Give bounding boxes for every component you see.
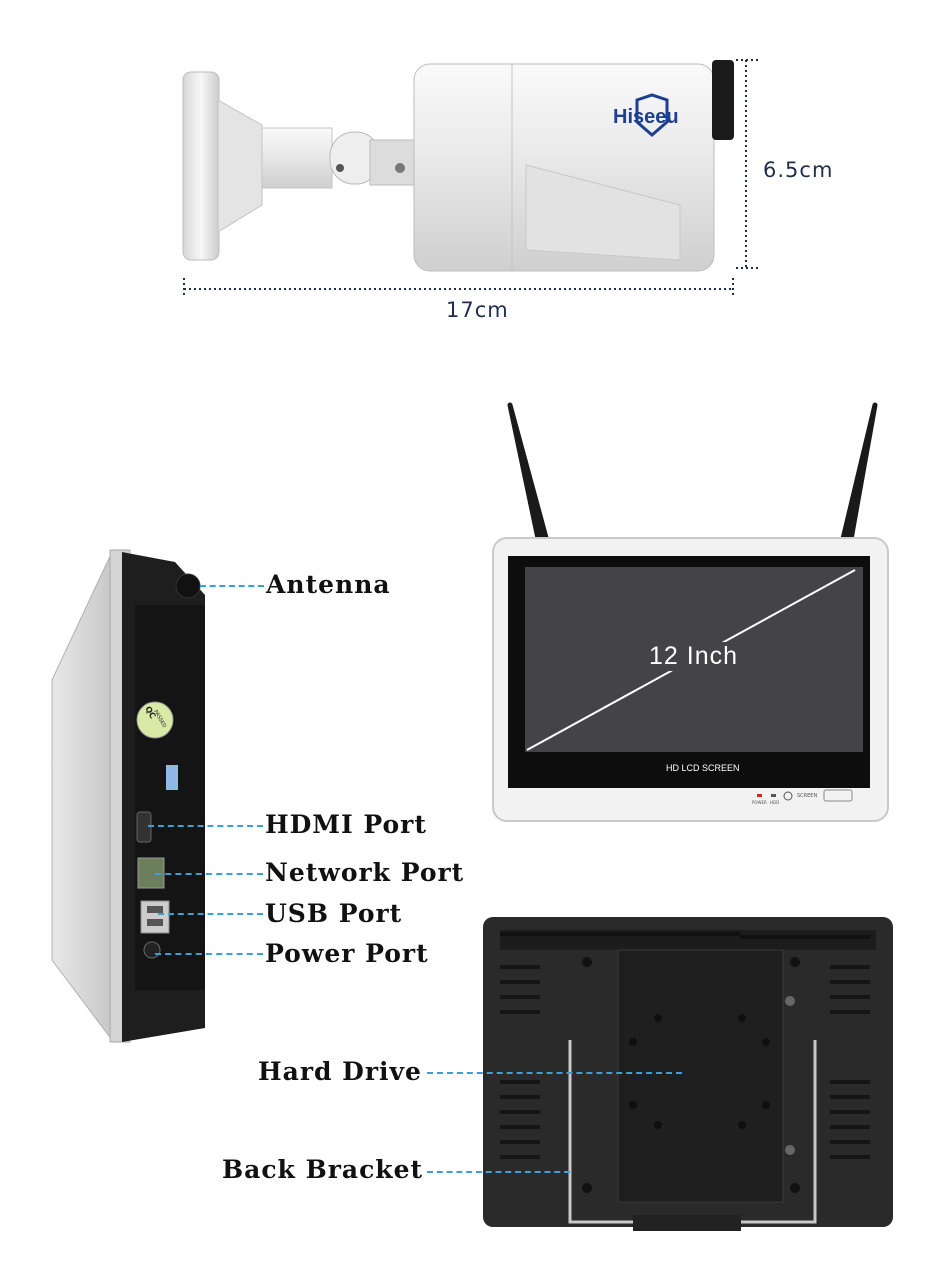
power-callout: Power Port <box>265 939 429 968</box>
network-leader <box>155 873 263 875</box>
qc-sticker-line2: PASSED <box>152 709 168 729</box>
usb-leader <box>158 913 263 915</box>
indicator-hdd-label: HDD <box>770 800 780 805</box>
monitor-antenna <box>507 402 878 551</box>
bracket-leader <box>427 1171 570 1173</box>
power-leader <box>155 953 263 955</box>
antenna-leader <box>200 585 264 587</box>
side-antenna-icon <box>175 573 201 599</box>
screen-caption: HD LCD SCREEN <box>666 763 740 773</box>
power-port-icon <box>143 941 161 959</box>
camera-brand-logo: Hiseeu <box>613 106 679 128</box>
hdmi-leader <box>148 825 263 827</box>
screen-button-label: SCREEN <box>797 793 818 799</box>
usb-callout: USB Port <box>265 899 403 928</box>
dimension-lines <box>183 59 758 298</box>
antenna-callout: Antenna <box>266 570 391 599</box>
monitor-bezel <box>492 537 889 822</box>
back-bracket <box>568 1040 817 1224</box>
camera-wall-mount <box>182 71 419 261</box>
hdmi-callout: HDMI Port <box>265 810 427 839</box>
screen-button-icon <box>823 789 853 802</box>
usb-port-icon <box>140 900 170 934</box>
hard-drive-leader <box>427 1072 682 1074</box>
indicator-power-label: POWER <box>752 800 767 805</box>
bracket-callout: Back Bracket <box>222 1155 424 1184</box>
camera-illustration <box>182 59 758 298</box>
camera-body <box>413 60 734 272</box>
camera-length-label: 17cm <box>446 298 509 322</box>
brand-shield-icon <box>635 93 669 137</box>
hard-drive-cover <box>617 949 784 1203</box>
camera-height-label: 6.5cm <box>763 158 834 182</box>
network-callout: Network Port <box>265 858 465 887</box>
hard-drive-callout: Hard Drive <box>258 1057 422 1086</box>
screen-size-label: 12 Inch <box>647 642 741 671</box>
hdmi-port-icon <box>136 811 152 843</box>
qc-sticker <box>136 701 174 739</box>
